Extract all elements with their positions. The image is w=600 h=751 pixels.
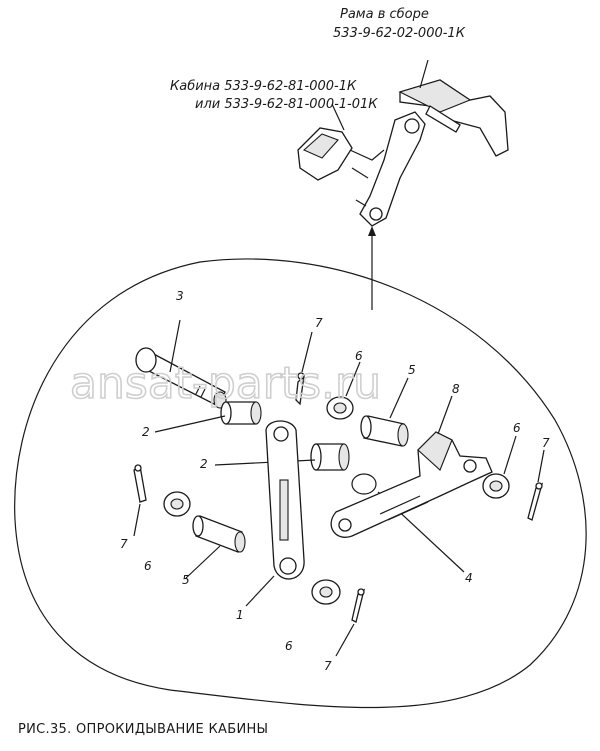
frame-label-line1: Рама в сборе	[340, 7, 429, 22]
callout-6-right: 6	[513, 421, 521, 435]
part-7-cotter-pin-top	[295, 372, 305, 406]
callout-8: 8	[452, 382, 460, 396]
part-8-bracket	[330, 431, 493, 538]
callout-3: 3	[176, 289, 184, 303]
callout-5-upper: 5	[408, 363, 416, 377]
part-5-pin-upper	[360, 415, 409, 447]
callout-6-bottom: 6	[285, 639, 293, 653]
part-1-link	[265, 420, 305, 580]
part-6-washer-right	[482, 473, 510, 499]
part-3-flanged-pin	[135, 347, 227, 409]
assembly-outline	[14, 258, 587, 709]
figure-caption: РИС.35. ОПРОКИДЫВАНИЕ КАБИНЫ	[18, 722, 268, 737]
part-4-retaining-ring	[351, 473, 377, 495]
callout-6-left: 6	[144, 559, 152, 573]
frame-bracket-drawing	[398, 79, 509, 157]
part-7-cotter-pin-bottom	[351, 588, 366, 623]
part-6-washer-bottom	[311, 579, 341, 605]
callout-5-lower: 5	[182, 573, 190, 587]
callout-7-left: 7	[120, 537, 128, 551]
part-6-washer-top	[326, 396, 354, 420]
part-7-cotter-pin-right	[527, 482, 544, 521]
callout-2-upper: 2	[142, 425, 150, 439]
callout-4: 4	[465, 571, 473, 585]
part-2-bushing-lower	[310, 443, 350, 471]
cab-label-line2: или 533-9-62-81-000-1-01К	[195, 97, 378, 112]
cab-label-line1: Кабина 533-9-62-81-000-1К	[170, 79, 357, 94]
callout-6-top: 6	[355, 349, 363, 363]
part-6-washer-left	[163, 491, 191, 517]
callout-7-top: 7	[315, 316, 323, 330]
callout-7-bottom: 7	[324, 659, 332, 673]
assembly-arrow-head	[368, 226, 376, 236]
callout-1: 1	[236, 608, 244, 622]
part-7-cotter-pin-left	[133, 464, 147, 503]
part-5-pin-lower	[192, 515, 246, 553]
part-2-bushing-upper	[220, 401, 262, 425]
watermark: ansat-parts.ru	[70, 358, 381, 409]
frame-label-line2: 533-9-62-02-000-1К	[333, 26, 466, 41]
callout-7-right: 7	[542, 436, 550, 450]
cab-bracket-drawing	[297, 111, 426, 227]
callout-2-lower: 2	[200, 457, 208, 471]
